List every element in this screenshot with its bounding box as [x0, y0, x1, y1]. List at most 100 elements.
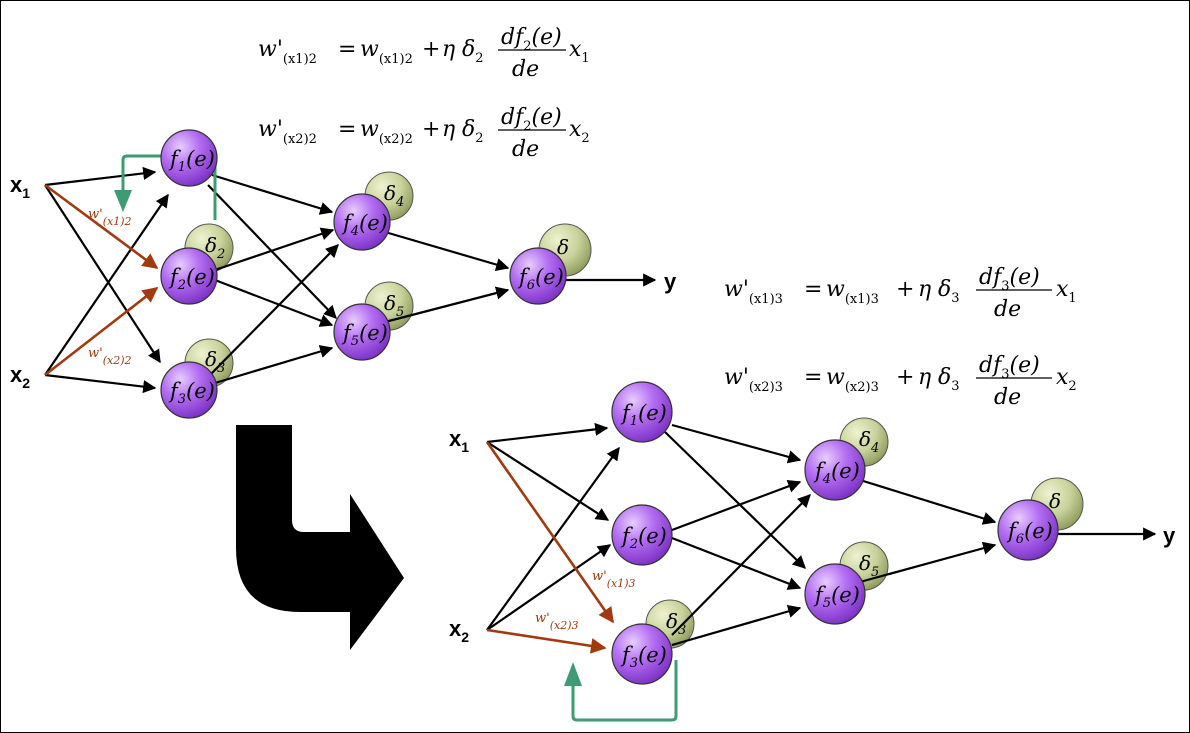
delta-label-3: δ3 — [205, 347, 225, 376]
neuron-1 — [160, 129, 218, 187]
eq4-lhs: w'(x2)3 — [724, 365, 783, 395]
edge-n3-n5 — [214, 345, 334, 385]
weight-edge-x1-n3-b — [485, 441, 615, 624]
edge-x2-n1 — [44, 193, 169, 376]
eq3-w: w(x1)3 — [826, 277, 879, 307]
eq3-num: df3(e) — [979, 265, 1040, 294]
eq4-w: w(x2)3 — [826, 365, 879, 395]
neuron-label-4: f4(e) — [341, 211, 388, 239]
feedback-arrowhead-top — [114, 190, 132, 212]
eq3-den: de — [994, 297, 1021, 322]
feedback-path-bottom — [571, 660, 678, 722]
eq3-lhs: w'(x1)3 — [724, 277, 783, 307]
edge-n5-n6 — [384, 286, 510, 324]
edge-n1-n4-b — [671, 423, 802, 464]
weight-label-x1-3: w'(x1)3 — [592, 569, 636, 590]
neuron-2-b — [611, 504, 673, 566]
neuron-label-5: f5(e) — [341, 321, 388, 349]
eq3-x: x1 — [1056, 277, 1077, 306]
edge-n1-n5-b — [664, 431, 806, 569]
edge-x1-n3 — [44, 184, 161, 364]
eq2-delta: δ2 — [462, 117, 484, 146]
eq4-x: x2 — [1056, 365, 1077, 394]
neuron-label-2-b: f2(e) — [620, 524, 667, 552]
edge-n3-n5-b — [671, 604, 802, 647]
eq4-plus: + — [896, 365, 914, 390]
neuron-4 — [333, 193, 391, 251]
eq2-eta: η — [442, 117, 455, 142]
neuron-4-b — [804, 439, 866, 501]
bottom-network: f1(e) f2(e) f3(e) f4(e) f5(e) f6(e) δ3 δ… — [449, 381, 1176, 722]
delta-label-5: δ5 — [384, 291, 404, 320]
input-x2-bottom: x2 — [449, 616, 469, 645]
equation-1: w'(x1)2 = w(x1)2 + η δ2 df2(e) de x1 — [258, 25, 590, 82]
edge-n2-n5 — [214, 278, 334, 327]
eq2-lhs: w'(x2)2 — [258, 117, 317, 147]
input-x1-bottom: x1 — [449, 426, 469, 455]
neuron-5-b — [804, 563, 866, 625]
eq2-equals: = — [338, 117, 356, 142]
eq2-x: x2 — [569, 117, 590, 146]
eq2-w: w(x2)2 — [360, 117, 413, 147]
weight-edge-x2-n2 — [44, 286, 159, 377]
neuron-label-6-b: f6(e) — [1006, 519, 1053, 547]
feedback-arrowhead-bottom — [564, 662, 582, 686]
equation-4: w'(x2)3 = w(x2)3 + η δ3 df3(e) de x2 — [724, 353, 1077, 410]
output-y-bottom: y — [1163, 523, 1176, 548]
neuron-6-b — [997, 499, 1059, 561]
eq4-den: de — [994, 385, 1021, 410]
bottom-edges — [486, 422, 1157, 647]
eq1-w: w(x1)2 — [360, 37, 413, 67]
delta-label-3-b: δ3 — [666, 609, 686, 638]
eq2-den: de — [512, 137, 539, 162]
edge-n4-n6-b — [859, 478, 997, 525]
edge-n2-n5-b — [671, 536, 802, 590]
neuron-2 — [160, 247, 218, 305]
edge-n3-n4-b — [671, 494, 811, 636]
delta-label-4-b: δ4 — [859, 427, 879, 456]
eq4-delta: δ3 — [938, 365, 960, 394]
eq1-plus: + — [422, 37, 440, 62]
eq4-num: df3(e) — [979, 353, 1040, 382]
neuron-6 — [509, 247, 567, 305]
edge-n3-n4 — [209, 244, 339, 376]
eq3-eta: η — [918, 277, 931, 302]
eq1-delta: δ2 — [462, 37, 484, 66]
equation-2: w'(x2)2 = w(x2)2 + η δ2 df2(e) de x2 — [258, 105, 590, 162]
weight-edge-x1-n2 — [44, 183, 159, 270]
edge-n2-n4 — [214, 227, 335, 272]
eq3-delta: δ3 — [938, 277, 960, 306]
neuron-label-5-b: f5(e) — [813, 583, 860, 611]
eq1-num: df2(e) — [501, 25, 562, 54]
neuron-label-1: f1(e) — [168, 147, 215, 175]
eq1-equals: = — [338, 37, 356, 62]
neuron-label-3: f3(e) — [168, 379, 215, 407]
weight-label-x2-2: w'(x2)2 — [88, 346, 132, 367]
delta-label-4: δ4 — [384, 181, 404, 210]
eq1-eta: η — [442, 37, 455, 62]
neuron-label-4-b: f4(e) — [813, 459, 860, 487]
delta-label-5-b: δ5 — [859, 551, 879, 580]
eq1-den: de — [512, 57, 539, 82]
neuron-label-2: f2(e) — [168, 265, 215, 293]
neuron-label-1-b: f1(e) — [620, 401, 667, 429]
eq3-equals: = — [804, 277, 822, 302]
edge-x2-n2-b — [486, 544, 612, 631]
edge-n2-n4-b — [671, 479, 802, 532]
input-x1-top: x1 — [10, 172, 30, 201]
neuron-label-6: f6(e) — [517, 265, 564, 293]
eq2-plus: + — [422, 117, 440, 142]
neuron-label-3-b: f3(e) — [620, 643, 667, 671]
eq4-eta: η — [918, 365, 931, 390]
edge-n4-n6 — [384, 230, 510, 271]
input-x2-top: x2 — [10, 362, 30, 391]
edge-x2-n1-b — [486, 446, 620, 631]
eq1-lhs: w'(x1)2 — [258, 37, 317, 67]
eq2-num: df2(e) — [501, 105, 562, 134]
neuron-3-b — [611, 623, 673, 685]
neuron-3 — [160, 361, 218, 419]
edge-x1-n2-b — [486, 441, 610, 521]
neuron-5 — [333, 303, 391, 361]
edge-x1-n1-b — [486, 422, 609, 444]
